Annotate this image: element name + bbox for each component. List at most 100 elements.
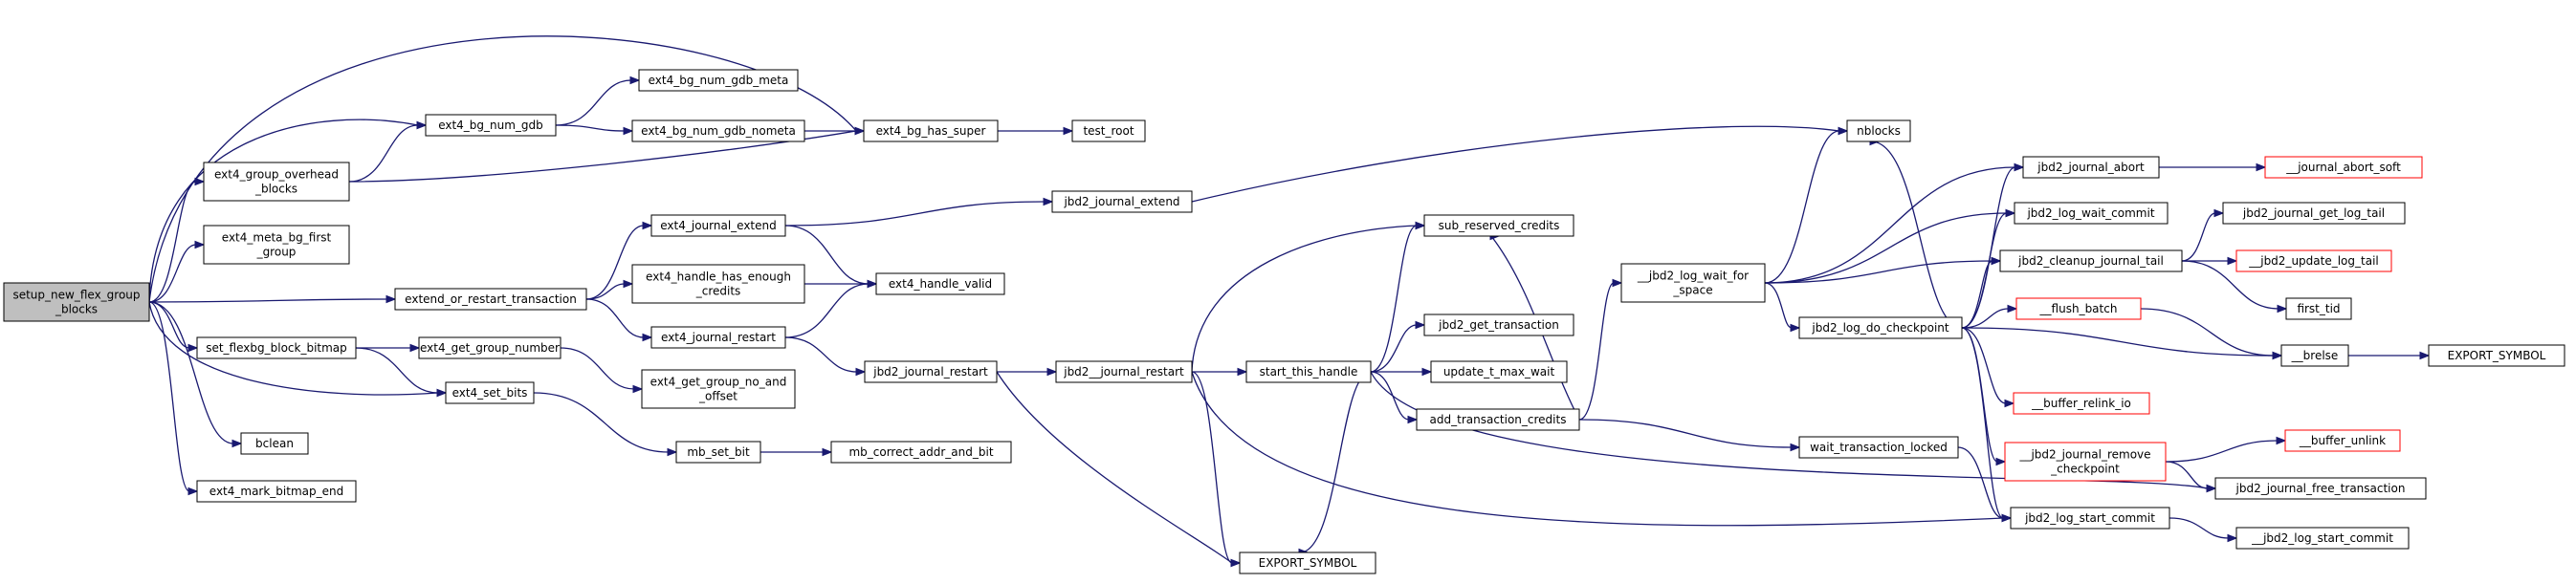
node-brelse[interactable]: __brelse <box>2280 344 2349 367</box>
arrowhead-jbd2_get_transaction <box>1415 320 1426 330</box>
node-ext4_handle_valid[interactable]: ext4_handle_valid <box>875 272 1005 295</box>
node-label-jbd2_journal_free_transaction-0: jbd2_journal_free_transaction <box>2235 482 2406 495</box>
edge-extend_or_restart_transaction-to-ext4_journal_restart <box>585 298 645 338</box>
node-first_tid[interactable]: first_tid <box>2285 297 2352 320</box>
edge-setup_new_flex_group_blocks-to-ext4_mark_bitmap_end <box>148 301 190 492</box>
edge-ext4_journal_restart-to-ext4_handle_valid <box>784 283 870 338</box>
arrowhead-jbd2_log_wait_for_space <box>1612 278 1623 288</box>
node-label-update_t_max_wait-0: update_t_max_wait <box>1443 365 1555 379</box>
arrowhead-add_transaction_credits <box>1407 415 1419 424</box>
node-mb_set_bit[interactable]: mb_set_bit <box>675 441 761 464</box>
arrowhead-nblocks <box>1838 126 1849 136</box>
node-box-update_t_max_wait <box>1430 360 1568 383</box>
node-setup_new_flex_group_blocks[interactable]: setup_new_flex_group_blocks <box>3 282 150 322</box>
node-box-ext4_mark_bitmap_end <box>196 480 357 503</box>
node-box-test_root <box>1071 119 1146 142</box>
node-ext4_meta_bg_first_group[interactable]: ext4_meta_bg_first_group <box>203 225 350 265</box>
node-ext4_journal_restart[interactable]: ext4_journal_restart <box>650 326 786 349</box>
node-box-jbd2_journal_extend <box>1051 190 1193 213</box>
node-journal_abort_soft[interactable]: __journal_abort_soft <box>2264 156 2423 179</box>
node-wait_transaction_locked[interactable]: wait_transaction_locked <box>1798 436 1959 459</box>
node-label-journal_abort_soft-0: __journal_abort_soft <box>2285 161 2401 174</box>
arrowhead-set_flexbg_block_bitmap <box>187 343 199 353</box>
node-label-buffer_relink_io-0: __buffer_relink_io <box>2031 397 2131 410</box>
node-nblocks[interactable]: nblocks <box>1846 119 1911 142</box>
node-update_t_max_wait[interactable]: update_t_max_wait <box>1430 360 1568 383</box>
node-label-ext4_handle_valid-0: ext4_handle_valid <box>889 277 992 291</box>
node-jbd2_log_wait_for_space[interactable]: __jbd2_log_wait_for_space <box>1620 263 1766 303</box>
node-jbd2_journal_abort[interactable]: jbd2_journal_abort <box>2022 156 2160 179</box>
node-add_transaction_credits[interactable]: add_transaction_credits <box>1416 408 1580 431</box>
node-box-ext4_bg_has_super <box>863 119 999 142</box>
node-flush_batch[interactable]: __flush_batch <box>2015 297 2142 320</box>
node-ext4_get_group_number[interactable]: ext4_get_group_number <box>418 336 561 359</box>
arrowhead-jbd2__journal_restart <box>1046 367 1058 377</box>
node-jbd2_log_start_commit_2[interactable]: __jbd2_log_start_commit <box>2235 527 2410 550</box>
node-ext4_set_bits[interactable]: ext4_set_bits <box>445 381 535 404</box>
edge-ext4_group_overhead_blocks-to-ext4_bg_num_gdb <box>348 124 419 183</box>
node-label-buffer_unlink-0: __buffer_unlink <box>2299 434 2386 447</box>
node-start_this_handle[interactable]: start_this_handle <box>1245 360 1372 383</box>
node-jbd2_journal_remove_checkpoint[interactable]: __jbd2_journal_remove_checkpoint <box>2004 442 2167 482</box>
node-ext4_bg_num_gdb_nometa[interactable]: ext4_bg_num_gdb_nometa <box>631 119 805 142</box>
arrowhead-buffer_unlink <box>2276 436 2287 445</box>
arrowhead-bclean <box>231 439 243 448</box>
node-box-jbd2_log_start_commit_2 <box>2235 527 2410 550</box>
arrowhead-ext4_group_overhead_blocks <box>194 177 206 186</box>
node-jbd2_journal_restart[interactable]: jbd2_journal_restart <box>864 360 998 383</box>
node-jbd2_journal_free_transaction[interactable]: jbd2_journal_free_transaction <box>2214 477 2427 500</box>
node-ext4_journal_extend[interactable]: ext4_journal_extend <box>650 214 786 237</box>
node-jbd2_journal_extend[interactable]: jbd2_journal_extend <box>1051 190 1193 213</box>
node-ext4_bg_num_gdb[interactable]: ext4_bg_num_gdb <box>425 114 557 137</box>
node-jbd2_log_start_commit[interactable]: jbd2_log_start_commit <box>2010 507 2170 530</box>
arrowhead-jbd2_log_wait_commit <box>2005 208 2016 218</box>
node-jbd2_cleanup_journal_tail[interactable]: jbd2_cleanup_journal_tail <box>1999 249 2183 272</box>
node-box-jbd2_update_log_tail <box>2235 249 2392 272</box>
node-jbd2_journal_get_log_tail[interactable]: jbd2_journal_get_log_tail <box>2222 202 2406 225</box>
node-box-EXPORT_SYMBOL_a <box>1239 552 1376 574</box>
arrowhead-jbd2_journal_abort <box>2014 162 2025 172</box>
node-jbd2_log_do_checkpoint[interactable]: jbd2_log_do_checkpoint <box>1798 316 1963 339</box>
arrowhead-ext4_meta_bg_first_group <box>194 240 206 249</box>
edge-jbd2_log_start_commit-to-jbd2_log_start_commit_2 <box>2169 517 2230 539</box>
node-buffer_relink_io[interactable]: __buffer_relink_io <box>2013 392 2150 415</box>
node-jbd2_update_log_tail[interactable]: __jbd2_update_log_tail <box>2235 249 2392 272</box>
node-buffer_unlink[interactable]: __buffer_unlink <box>2284 429 2401 452</box>
node-label-first_tid-0: first_tid <box>2297 302 2340 315</box>
node-extend_or_restart_transaction[interactable]: extend_or_restart_transaction <box>394 288 587 311</box>
node-EXPORT_SYMBOL_a[interactable]: EXPORT_SYMBOL <box>1239 552 1376 574</box>
node-box-jbd2_log_wait_for_space <box>1620 263 1766 303</box>
node-jbd2_log_wait_commit[interactable]: jbd2_log_wait_commit <box>2014 202 2169 225</box>
node-jbd2__journal_restart[interactable]: jbd2__journal_restart <box>1055 360 1193 383</box>
arrowhead-jbd2_cleanup_journal_tail <box>1991 256 2002 266</box>
node-label-ext4_set_bits-0: ext4_set_bits <box>452 386 528 400</box>
node-ext4_handle_has_enough_credits[interactable]: ext4_handle_has_enough_credits <box>631 264 805 304</box>
node-ext4_bg_num_gdb_meta[interactable]: ext4_bg_num_gdb_meta <box>638 69 799 92</box>
node-box-ext4_meta_bg_first_group <box>203 225 350 265</box>
arrowhead-buffer_relink_io <box>2004 399 2015 408</box>
call-graph-nodes: setup_new_flex_group_blocks ext4_bg_num_g… <box>3 69 2565 574</box>
node-label-ext4_bg_num_gdb_meta-0: ext4_bg_num_gdb_meta <box>649 74 789 87</box>
edge-ext4_journal_extend-to-jbd2_journal_extend <box>784 201 1046 227</box>
node-box-ext4_handle_valid <box>875 272 1005 295</box>
node-EXPORT_SYMBOL_b[interactable]: EXPORT_SYMBOL <box>2428 344 2565 367</box>
node-ext4_bg_has_super[interactable]: ext4_bg_has_super <box>863 119 999 142</box>
node-box-first_tid <box>2285 297 2352 320</box>
node-set_flexbg_block_bitmap[interactable]: set_flexbg_block_bitmap <box>196 336 357 359</box>
arrowhead-jbd2_log_start_commit <box>2001 513 2013 523</box>
node-ext4_group_overhead_blocks[interactable]: ext4_group_overhead_blocks <box>203 162 350 202</box>
node-bclean[interactable]: bclean <box>240 432 309 455</box>
arrowhead-jbd2_journal_extend <box>1043 197 1054 206</box>
node-box-buffer_relink_io <box>2013 392 2150 415</box>
node-label-jbd2_journal_extend-0: jbd2_journal_extend <box>1063 195 1179 208</box>
node-mb_correct_addr_and_bit[interactable]: mb_correct_addr_and_bit <box>830 441 1012 464</box>
node-ext4_mark_bitmap_end[interactable]: ext4_mark_bitmap_end <box>196 480 357 503</box>
node-sub_reserved_credits[interactable]: sub_reserved_credits <box>1423 214 1574 237</box>
node-test_root[interactable]: test_root <box>1071 119 1146 142</box>
arrowhead-ext4_get_group_number <box>409 343 421 353</box>
node-jbd2_get_transaction[interactable]: jbd2_get_transaction <box>1423 314 1574 336</box>
node-label-sub_reserved_credits-0: sub_reserved_credits <box>1439 219 1560 232</box>
node-ext4_get_group_no_and_offset[interactable]: ext4_get_group_no_and_offset <box>641 369 796 409</box>
edge-add_transaction_credits-to-wait_transaction_locked <box>1578 419 1793 448</box>
